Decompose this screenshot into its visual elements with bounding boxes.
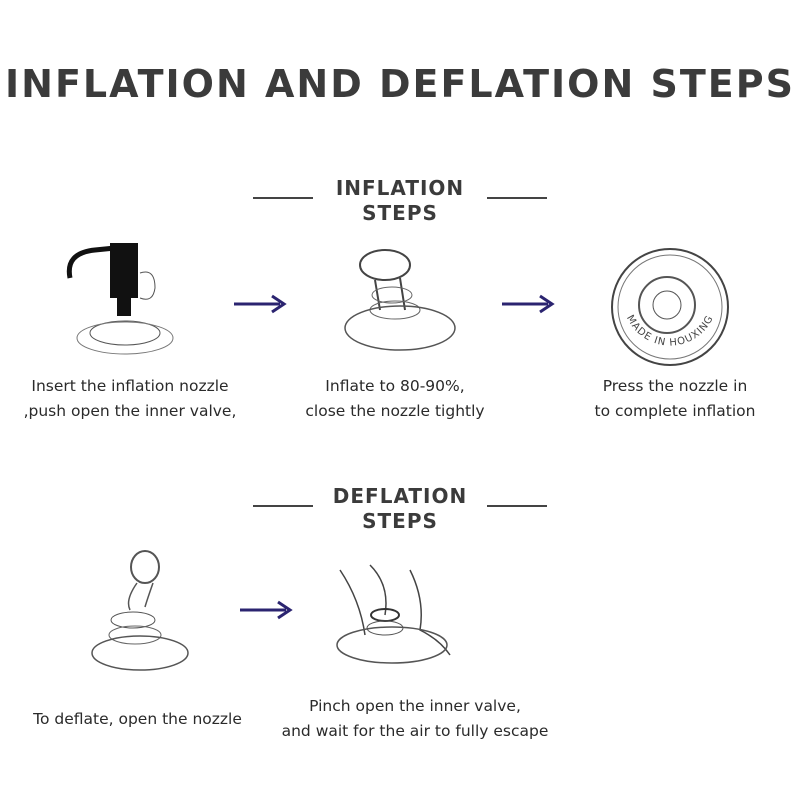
inflation-heading: INFLATION STEPS [0, 176, 800, 226]
heading-line: DEFLATION [332, 484, 468, 508]
caption-line: To deflate, open the nozzle [33, 710, 242, 728]
pinch-valve-illustration [336, 564, 451, 664]
arrow-right-icon [502, 294, 555, 314]
caption-line: Insert the inflation nozzle [31, 377, 229, 395]
closed-valve-illustration: MADE IN HOUXING [611, 248, 729, 366]
inflation-step-2-caption: Inflate to 80-90%, close the nozzle tigh… [280, 374, 510, 424]
deflation-step-1-caption: To deflate, open the nozzle [15, 707, 260, 732]
heading-line: INFLATION [335, 176, 465, 200]
caption-line: Pinch open the inner valve, [309, 697, 521, 715]
divider-line [487, 197, 547, 199]
divider-line [253, 505, 313, 507]
heading-line: STEPS [362, 509, 438, 533]
open-nozzle-illustration [91, 550, 189, 671]
caption-line: ,push open the inner valve, [23, 402, 237, 420]
arrow-right-icon [240, 600, 293, 620]
caption-line: and wait for the air to fully escape [281, 722, 549, 740]
caption-line: Inflate to 80-90%, [325, 377, 465, 395]
inflation-step-1-caption: Insert the inflation nozzle ,push open t… [10, 374, 250, 424]
divider-line [487, 505, 547, 507]
page-title: INFLATION AND DEFLATION STEPS [5, 62, 795, 106]
arrow-right-icon [234, 294, 287, 314]
divider-line [253, 197, 313, 199]
caption-line: close the nozzle tightly [305, 402, 485, 420]
inflation-step-3-caption: Press the nozzle in to complete inflatio… [565, 374, 785, 424]
caption-line: Press the nozzle in [602, 377, 748, 395]
heading-line: STEPS [362, 201, 438, 225]
insert-nozzle-illustration [66, 243, 174, 355]
caption-line: to complete inflation [594, 402, 756, 420]
deflation-heading: DEFLATION STEPS [0, 484, 800, 534]
deflation-step-2-caption: Pinch open the inner valve, and wait for… [255, 694, 575, 744]
inflate-valve-illustration [344, 249, 456, 351]
